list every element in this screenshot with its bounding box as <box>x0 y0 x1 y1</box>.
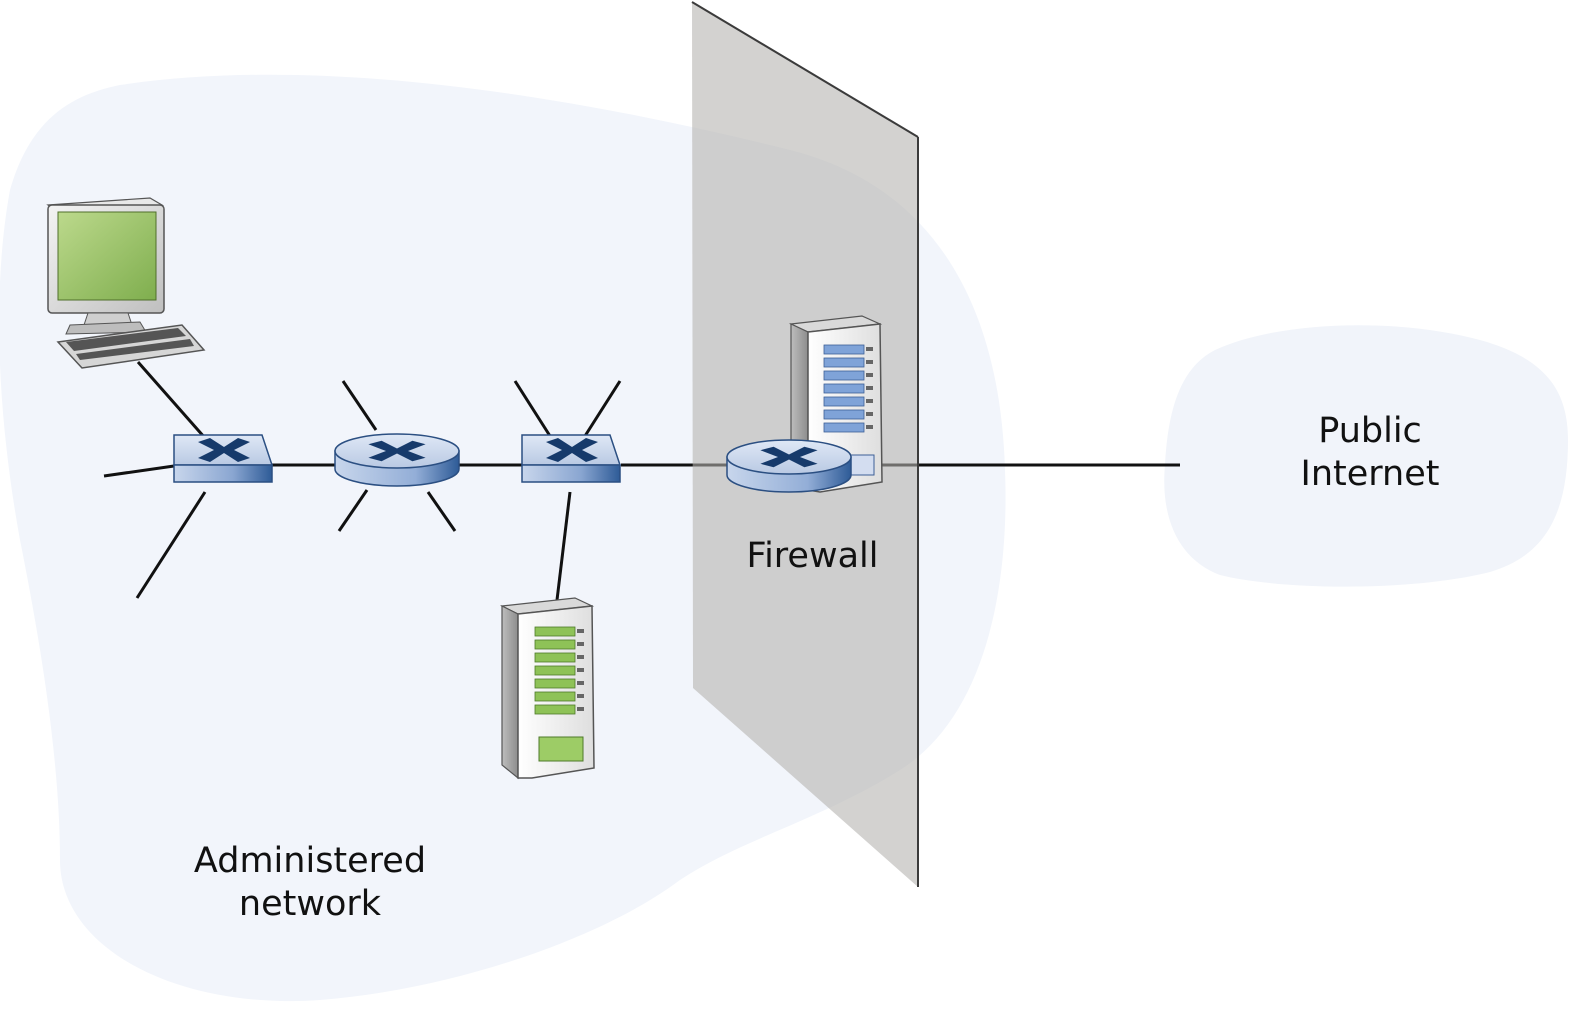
switch-icon <box>522 435 620 482</box>
administered-network-label: Administered network <box>193 841 427 924</box>
workstation-icon <box>46 197 206 369</box>
network-links <box>103 361 1180 601</box>
firewall-panel-top-edge <box>691 1 919 138</box>
firewall-label: Firewall <box>746 536 879 576</box>
link-router1-down-left <box>337 489 369 532</box>
switch-icon <box>174 435 272 482</box>
link-switch2-server <box>555 491 572 601</box>
link-switch2-up-left <box>513 380 552 437</box>
public-internet-label: Public Internet <box>1300 411 1440 494</box>
link-router1-up <box>341 380 378 431</box>
link-lower-left-stub <box>135 491 207 599</box>
link-switch2-up-right <box>583 380 622 437</box>
link-router1-down-right <box>426 491 457 532</box>
router-icon <box>335 434 459 486</box>
server-icon <box>499 597 595 780</box>
link-workstation-switch <box>136 361 207 439</box>
public-internet-cloud <box>1164 325 1568 587</box>
firewall-router-icon <box>727 440 851 492</box>
link-left-stub <box>103 464 175 478</box>
